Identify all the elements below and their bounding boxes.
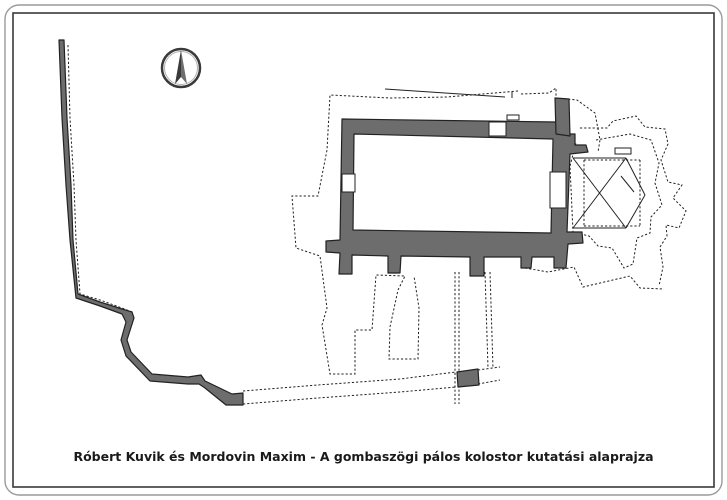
wall-openings	[341, 121, 567, 209]
north-arrow-icon	[160, 47, 202, 89]
frame-border	[4, 4, 723, 496]
perimeter-wall	[58, 39, 480, 406]
dotted-outlines	[67, 44, 687, 405]
church-walls	[325, 118, 589, 277]
thin-solid-lines	[384, 88, 646, 229]
excavated-walls	[325, 97, 589, 277]
plan-caption: Róbert Kuvik és Mordovin Maxim - A gomba…	[73, 449, 654, 464]
